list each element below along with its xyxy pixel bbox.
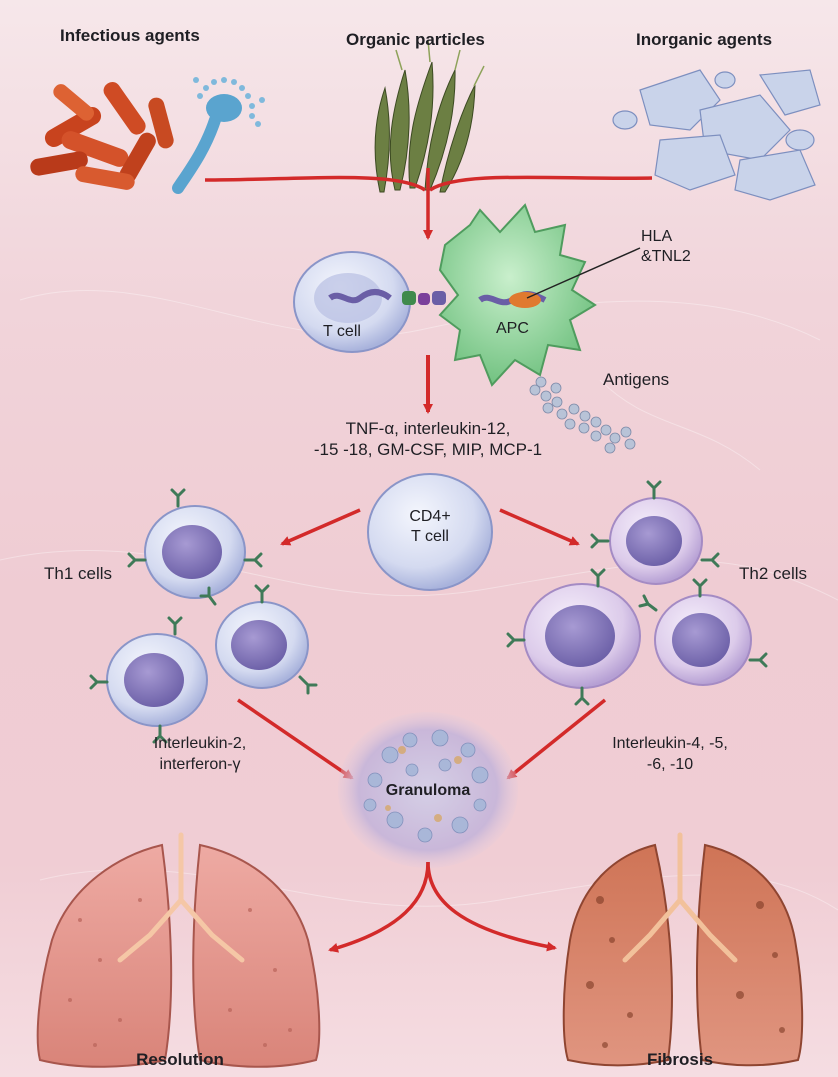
cd4-label-line2: T cell: [390, 528, 470, 546]
hla-label-line1: HLA: [641, 228, 672, 246]
fibrosis-lungs: [564, 835, 802, 1065]
inorganic-agents-label: Inorganic agents: [636, 30, 772, 50]
hla-label-line2: &TNL2: [641, 248, 691, 266]
antigens-label: Antigens: [603, 370, 669, 390]
resolution-label: Resolution: [100, 1050, 260, 1070]
th1-cell: [107, 634, 207, 726]
resolution-lungs: [38, 835, 320, 1067]
cytokines-line2: -15 -18, GM-CSF, MIP, MCP-1: [258, 440, 598, 460]
t-cell-label: T cell: [323, 323, 361, 341]
th1-cell: [216, 602, 308, 688]
infectious-agents-label: Infectious agents: [60, 26, 200, 46]
source-arrows: [205, 168, 652, 238]
th1-cytokines-line1: Interleukin-2,: [100, 735, 300, 753]
th1-cell: [145, 506, 245, 598]
th2-cell: [655, 595, 751, 685]
th2-cytokines-line2: -6, -10: [570, 756, 770, 774]
th1-cytokines-line2: interferon-γ: [100, 756, 300, 774]
inorganic-agents-illustration: [613, 70, 820, 200]
apc-label: APC: [496, 320, 529, 338]
organic-particles-label: Organic particles: [346, 30, 485, 50]
cytokines-line1: TNF-α, interleukin-12,: [268, 419, 588, 439]
th1-cells-label: Th1 cells: [44, 564, 112, 584]
th2-cell: [610, 498, 702, 584]
th2-cell: [524, 584, 640, 688]
cd4-label-line1: CD4+: [390, 508, 470, 526]
fibrosis-label: Fibrosis: [600, 1050, 760, 1070]
th2-cell-group: [508, 482, 766, 704]
granuloma-label: Granuloma: [368, 782, 488, 800]
th1-cell-group: [91, 490, 316, 742]
th2-cytokines-line1: Interleukin-4, -5,: [570, 735, 770, 753]
th2-cells-label: Th2 cells: [739, 564, 807, 584]
infectious-agents-illustration: [29, 77, 265, 191]
